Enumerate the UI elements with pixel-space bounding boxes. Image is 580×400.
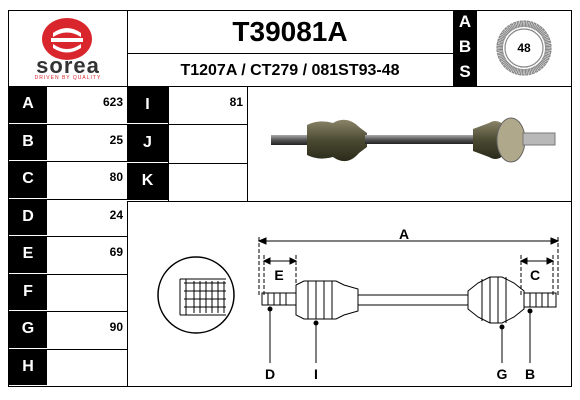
spec-label-h: H	[9, 348, 47, 386]
spec-sheet: sorea DRIVEN BY QUALITY T39081A T1207A /…	[8, 10, 572, 387]
abs-letter-s: S	[459, 62, 471, 81]
abs-ring-icon	[496, 20, 552, 76]
spec-label-g: G	[9, 311, 47, 349]
logo-brand: sorea	[36, 53, 100, 78]
spec-label-b: B	[9, 123, 47, 161]
label-g: G	[497, 366, 508, 382]
abs-letter-a: A	[458, 12, 472, 31]
spec-label-a: A	[9, 86, 47, 124]
logo: sorea DRIVEN BY QUALITY	[9, 11, 127, 84]
spec-value-b: 25	[109, 132, 123, 147]
spec-value-a: 623	[102, 95, 123, 109]
label-d: D	[265, 366, 275, 382]
dimension-diagram: A E C	[157, 226, 560, 382]
spec-label-d: D	[9, 198, 47, 236]
spec-value-e: 69	[109, 245, 123, 259]
label-b: B	[525, 366, 535, 382]
part-number: T39081A	[232, 16, 348, 47]
spec-label-k: K	[127, 162, 168, 201]
abs-teeth-count: 48	[517, 41, 531, 55]
spec-label-i: I	[127, 86, 168, 125]
spec-value-d: 24	[109, 207, 123, 222]
sorea-logo-icon	[42, 18, 92, 60]
spec-label-f: F	[9, 273, 47, 311]
spec-label-c: C	[9, 161, 47, 199]
label-a: A	[399, 226, 409, 242]
spec-value-i: 81	[229, 95, 243, 109]
label-e: E	[274, 267, 283, 283]
spec-label-j: J	[127, 124, 168, 163]
abs-letter-b: B	[458, 37, 472, 56]
label-c: C	[530, 267, 540, 283]
logo-tagline: DRIVEN BY QUALITY	[34, 75, 102, 81]
abs-tooth-ring	[496, 20, 552, 76]
spec-value-g: 90	[109, 320, 123, 334]
cross-references: T1207A / CT279 / 081ST93-48	[180, 62, 400, 79]
spec-value-c: 80	[109, 170, 123, 184]
abs-column	[453, 11, 477, 86]
spec-label-e: E	[9, 236, 47, 274]
label-i: I	[314, 366, 318, 382]
driveshaft-photo	[271, 117, 556, 163]
